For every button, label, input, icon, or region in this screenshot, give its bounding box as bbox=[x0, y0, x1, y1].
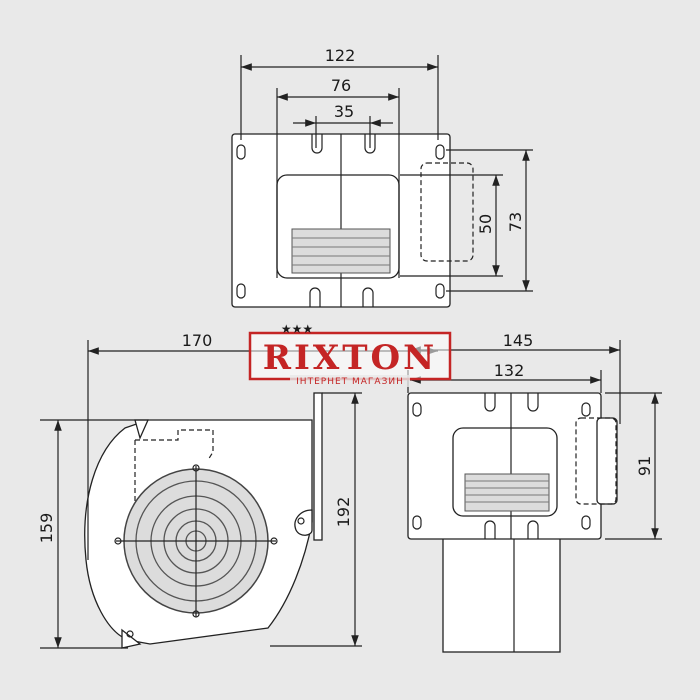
logo-tagline: ІНТЕРНЕТ МАГАЗИН bbox=[296, 377, 404, 387]
bottom-slot-left bbox=[309, 287, 321, 307]
dim-label-76: 76 bbox=[331, 76, 351, 95]
mount-hole bbox=[581, 402, 591, 417]
mount-hole bbox=[236, 144, 246, 160]
mount-hole bbox=[581, 515, 591, 530]
mount-hole bbox=[236, 283, 246, 299]
front-view-motor-outline bbox=[575, 417, 617, 505]
front-view: 145 132 91 bbox=[407, 331, 662, 653]
dim-label-122: 122 bbox=[325, 46, 356, 65]
top-slot-left bbox=[311, 134, 323, 154]
front-view-grill bbox=[464, 473, 550, 512]
top-slot-right bbox=[364, 134, 376, 154]
top-view-grill bbox=[291, 228, 391, 274]
dim-label-192: 192 bbox=[334, 497, 353, 528]
logo-name: RIXTON bbox=[263, 338, 438, 378]
side-view: 170 159 192 bbox=[37, 331, 438, 649]
mount-hole bbox=[435, 283, 445, 299]
top-view-motor-outline bbox=[420, 162, 474, 262]
dim-label-91: 91 bbox=[635, 456, 654, 476]
dim-label-132: 132 bbox=[494, 361, 525, 380]
dim-label-159: 159 bbox=[37, 513, 56, 544]
dim-label-35: 35 bbox=[334, 102, 354, 121]
side-view-flange bbox=[313, 392, 323, 541]
mount-hole bbox=[412, 515, 422, 530]
dim-label-170: 170 bbox=[182, 331, 213, 350]
front-view-body bbox=[442, 519, 561, 653]
top-view: 122 76 35 50 73 bbox=[231, 46, 533, 308]
mount-hole bbox=[412, 402, 422, 417]
dim-label-145: 145 bbox=[503, 331, 534, 350]
rixton-logo: ★★★ RIXTON ІНТЕРНЕТ МАГАЗИН bbox=[248, 322, 452, 387]
dim-label-73: 73 bbox=[506, 212, 525, 232]
bottom-slot-right bbox=[362, 287, 374, 307]
logo-frame bbox=[248, 331, 452, 381]
dim-label-50: 50 bbox=[476, 214, 495, 234]
front-view-motor-box bbox=[596, 417, 618, 505]
logo-stars: ★★★ bbox=[281, 322, 313, 336]
mount-hole bbox=[435, 144, 445, 160]
